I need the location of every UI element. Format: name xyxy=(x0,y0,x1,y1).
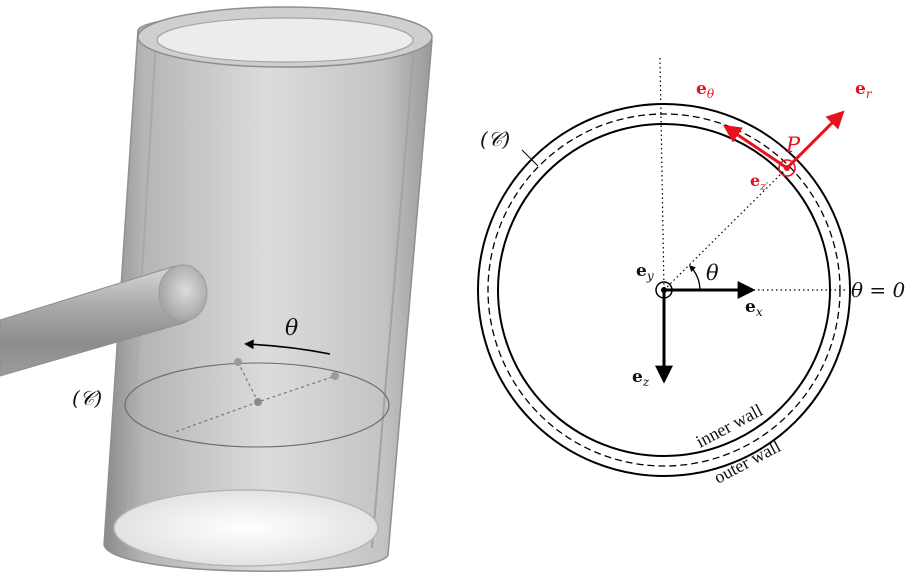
curve-label-left: (𝒞) xyxy=(72,386,102,410)
point-marker-2 xyxy=(331,372,339,380)
e-y-vector: ey xyxy=(636,261,673,299)
cylinder-bottom-opening xyxy=(113,489,379,567)
theta-zero-label: θ = 0 xyxy=(851,278,906,302)
curve-label-right: (𝒞) xyxy=(480,127,510,151)
cross-section-curve xyxy=(124,362,390,448)
outer-wall-label: outer wall xyxy=(710,436,783,488)
e-z-vector: ez xyxy=(632,290,673,389)
e-x-label: ex xyxy=(745,297,763,319)
e-r-label: er xyxy=(855,79,873,101)
theta-label-right: θ xyxy=(706,261,719,285)
cross-section-schematic: θ θ = 0 (𝒞) ex ez ey xyxy=(477,57,906,488)
theta-label-left: θ xyxy=(285,316,298,341)
point-p-marker xyxy=(778,159,796,177)
e-y-label: ey xyxy=(636,261,654,283)
e-zprime-label: ez′ xyxy=(750,171,769,193)
e-z-label: ez xyxy=(632,367,650,389)
e-x-vector: ex xyxy=(664,281,763,319)
theta-arrow xyxy=(244,339,331,355)
point-p-label: P xyxy=(785,133,801,157)
theta-arc-arrow xyxy=(689,265,701,291)
cylinder-3d-view: θ (𝒞) xyxy=(0,6,433,572)
vertical-dotted-axis xyxy=(659,57,665,291)
point-p-frame: P er eθ ez′ xyxy=(696,79,873,193)
e-theta-label: eθ xyxy=(696,79,715,101)
side-pipe-junction xyxy=(158,264,208,322)
cylinder-top-opening xyxy=(156,17,414,63)
radial-dotted-line xyxy=(663,167,788,291)
cylinder-inner-wall-right xyxy=(371,47,415,549)
inner-wall-label: inner wall xyxy=(692,400,765,452)
curve-label-leader xyxy=(521,149,539,167)
point-marker-1 xyxy=(234,358,242,366)
center-marker xyxy=(254,398,262,406)
outer-wall-circle xyxy=(477,103,851,477)
